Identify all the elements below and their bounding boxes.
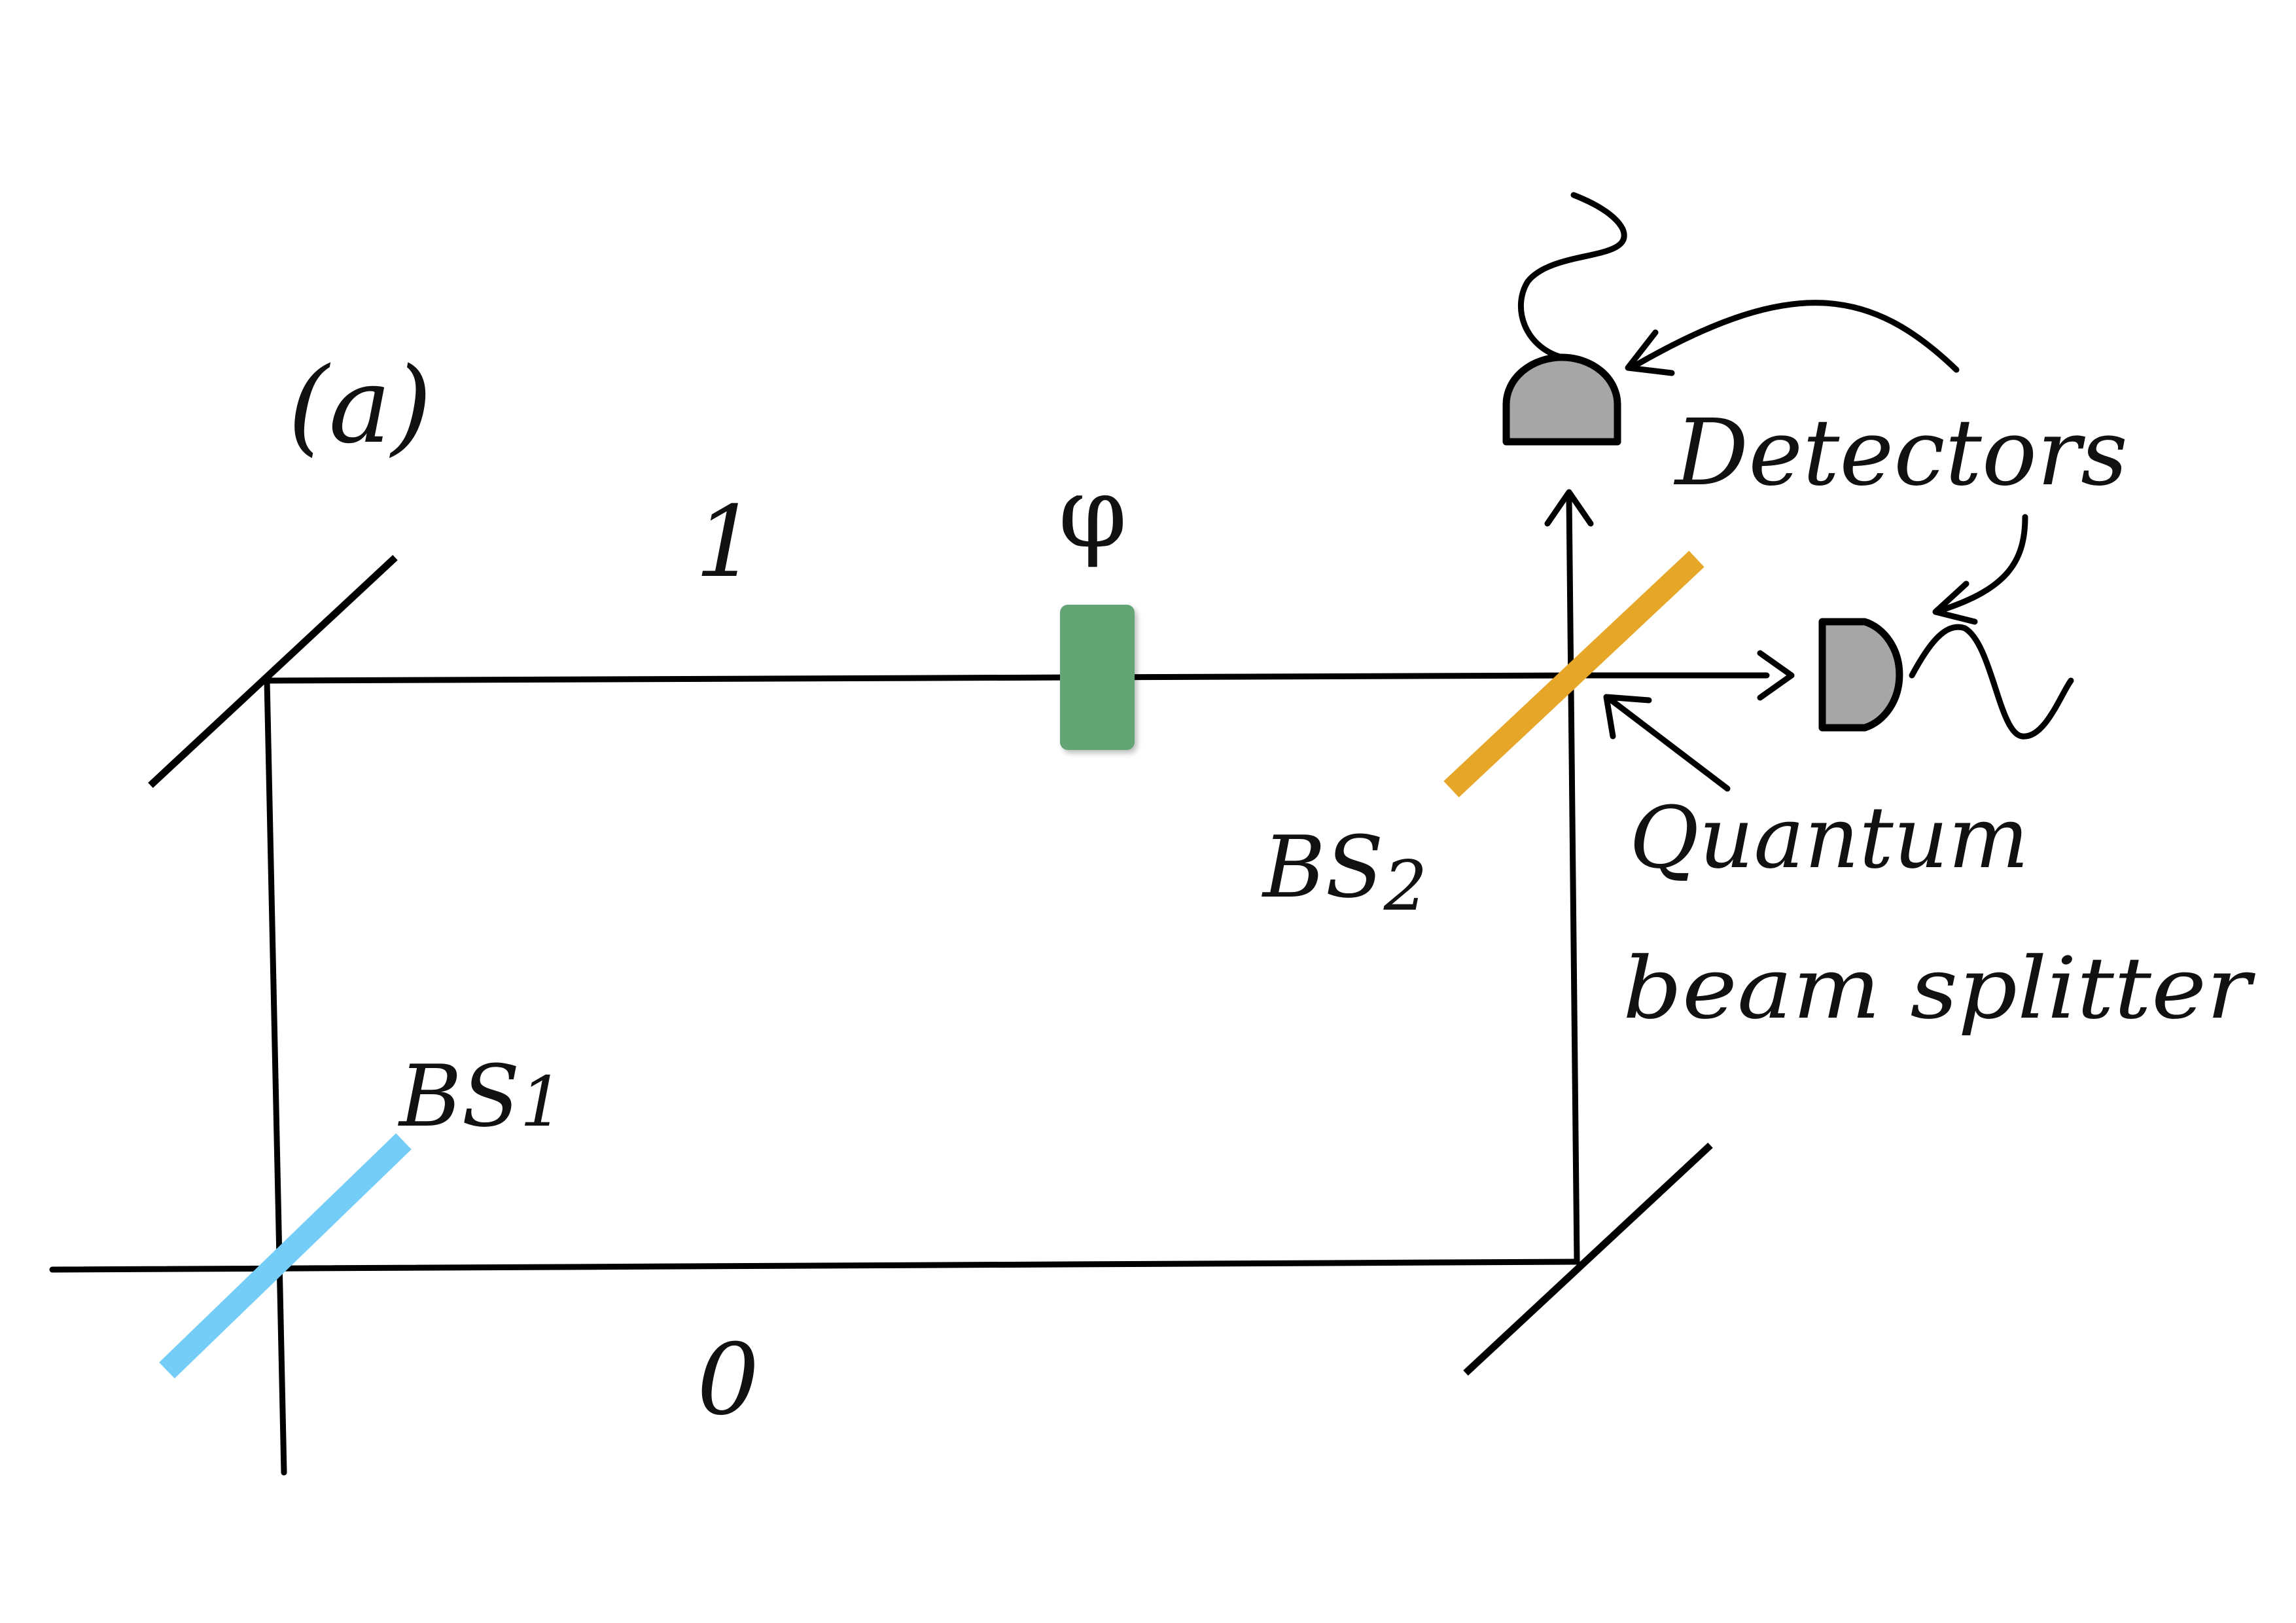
- beam-splitter-2: [1443, 550, 1704, 798]
- beam-splitter-1: [159, 1133, 412, 1379]
- arrow-qbs-to-bs2: [1606, 696, 1731, 792]
- panel-label: (a): [288, 344, 432, 467]
- arrow-detectors-to-top: [1633, 300, 1960, 373]
- detector-right-body: [1818, 618, 1903, 732]
- arrowhead-qbs: [1603, 694, 1652, 740]
- bs1-text: BS: [398, 1046, 520, 1146]
- arrowhead-detectors-right: [1932, 580, 1978, 625]
- arrowhead-right: [1757, 650, 1795, 701]
- mirror-bottom-right: [1463, 1142, 1713, 1376]
- annotation-arrows: [1603, 300, 2028, 792]
- photodetector-icon: [1818, 618, 1903, 732]
- arrowhead-detectors-top: [1625, 329, 1675, 376]
- beam-input-lower: [49, 1258, 1580, 1273]
- mirrors: [148, 554, 1713, 1376]
- quantum-bs-label-line1: Quantum: [1629, 788, 2029, 887]
- beam-upper-arm: [264, 672, 1587, 684]
- quantum-bs-label-line2: beam splitter: [1623, 938, 2255, 1038]
- detectors-label: Detectors: [1673, 400, 2128, 507]
- phase-shifter: [1060, 605, 1135, 750]
- bs1-label: BS1: [398, 1046, 563, 1146]
- detector-top-body: [1502, 353, 1621, 446]
- beam-paths: [49, 494, 1770, 1476]
- arm-label-upper: 1: [695, 486, 757, 599]
- arrow-detectors-to-right: [1939, 514, 2028, 613]
- bs2-text: BS: [1262, 817, 1384, 917]
- mirror-top-left: [148, 554, 398, 789]
- signal-wire-top: [1517, 192, 1627, 361]
- signal-wire-right: [1909, 624, 2074, 740]
- bs2-label: BS2: [1262, 817, 1427, 926]
- beam-arrows: [1544, 489, 1795, 701]
- bs2-subscript: 2: [1383, 846, 1428, 926]
- beam-left-vertical: [264, 677, 287, 1476]
- bs1-subscript: 1: [520, 1062, 564, 1142]
- photodetector-icon: [1502, 353, 1621, 446]
- phase-label: φ: [1058, 456, 1127, 570]
- arrowhead-up: [1544, 489, 1594, 527]
- arm-label-lower: 0: [697, 1323, 759, 1437]
- beam-right-vertical: [1566, 494, 1580, 1265]
